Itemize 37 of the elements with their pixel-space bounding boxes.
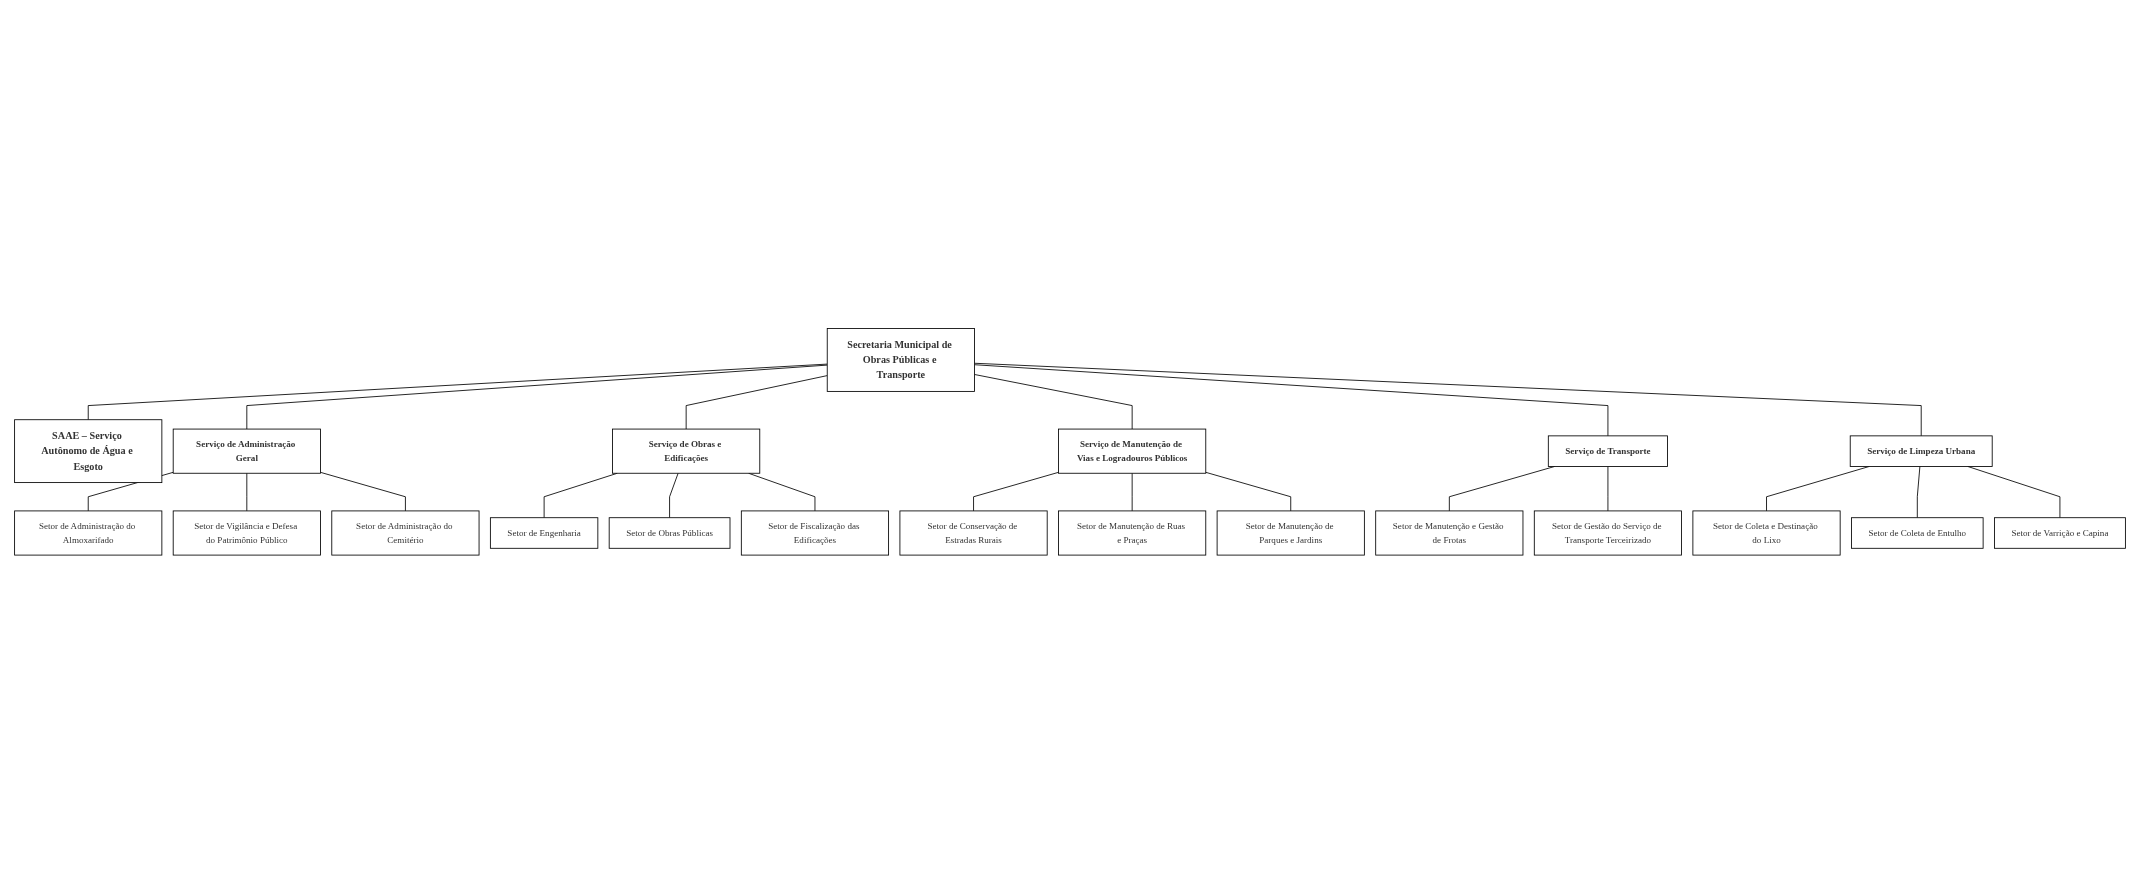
connector (246, 472, 248, 512)
connector (246, 364, 828, 430)
node-box: Serviço de Transporte (1547, 435, 1668, 467)
node-box: Secretaria Municipal de Obras Públicas e Transporte (826, 327, 975, 392)
node-box: Setor de Vigilância e Defesa do Patrimônio Público (172, 510, 321, 556)
node-box: Setor de Coleta e Destinação do Lixo (1692, 510, 1841, 556)
node-box: Serviço de Limpeza Urbana (1849, 435, 1993, 467)
node-box: Setor de Manutenção e Gestão de Frotas (1375, 510, 1524, 556)
connector (973, 471, 1059, 512)
node-box: Serviço de Obras e Edificações (612, 428, 761, 474)
node-box: Setor de Administração do Almoxarifado (14, 510, 163, 556)
connector (1916, 465, 1921, 518)
connector (1607, 465, 1609, 512)
node-box: Serviço de Administração Geral (172, 428, 321, 474)
node-box: SAAE – Serviço Autônomo de Água e Esgoto (14, 419, 163, 483)
node-box: Setor de Fiscalização das Edificações (740, 510, 889, 556)
node-box: Serviço de Manutenção de Vias e Logradouros Públicos (1058, 428, 1207, 474)
node-box: Setor de Conservação de Estradas Rurais (899, 510, 1048, 556)
connector (543, 472, 618, 518)
connector (748, 472, 816, 512)
connector (974, 362, 1922, 436)
connector (974, 373, 1133, 430)
node-box: Setor de Coleta de Entulho (1851, 516, 1984, 549)
node-box: Setor de Obras Públicas (608, 516, 731, 549)
connector (1205, 471, 1292, 512)
connector (685, 374, 828, 430)
node-box: Setor de Manutenção de Ruas e Praças (1058, 510, 1207, 556)
node-box: Setor de Administração do Cemitério (331, 510, 480, 556)
connector (1131, 472, 1133, 512)
node-box: Setor de Engenharia (489, 516, 599, 549)
connector (974, 363, 1609, 436)
connector (87, 363, 828, 420)
node-box: Setor de Varrição e Capina (1994, 516, 2126, 549)
connector (320, 471, 406, 512)
node-box: Setor de Manutenção de Parques e Jardins (1216, 510, 1365, 556)
connector (669, 472, 679, 518)
node-box: Setor de Gestão do Serviço de Transporte Terceirizado (1533, 510, 1682, 556)
